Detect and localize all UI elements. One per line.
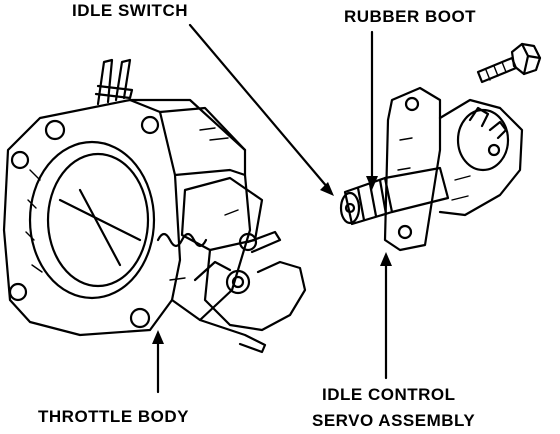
- servo-terminal: [468, 106, 508, 140]
- idle-control-label-line1: IDLE CONTROL: [322, 385, 456, 404]
- shading: [25, 127, 239, 281]
- cam-nut-inner: [231, 275, 245, 289]
- throttle-body-drawing: [2, 58, 307, 354]
- body-rib: [173, 168, 247, 177]
- throttle-body-arrowhead: [152, 330, 164, 344]
- vacuum-tube: [96, 58, 114, 106]
- idle-control-servo-drawing: [339, 86, 524, 252]
- boot-tip-center: [344, 202, 356, 214]
- throttle-cam: [203, 248, 307, 332]
- throttle-plate: [78, 188, 122, 267]
- idle-switch-arm: [246, 230, 282, 254]
- flange-bolt-hole: [44, 119, 66, 141]
- body-block-top: [158, 106, 247, 152]
- linkage-lever: [193, 260, 232, 282]
- flange-bolt-hole: [140, 115, 160, 135]
- boot-ridge: [356, 178, 388, 222]
- vacuum-tube-link: [94, 84, 134, 100]
- servo-end-cap: [456, 108, 510, 172]
- bolt-head: [510, 42, 542, 76]
- servo-connector: [487, 143, 501, 157]
- mount-hole: [397, 224, 413, 240]
- boot-tip: [339, 191, 361, 225]
- throttle-bore: [28, 140, 156, 300]
- leader-lines: [156, 23, 388, 394]
- rubber-boot-label: RUBBER BOOT: [344, 7, 477, 26]
- idle-switch-arrowhead: [320, 182, 334, 196]
- mounting-bolt: [476, 42, 542, 84]
- throttle-bore-inner: [46, 152, 150, 288]
- servo-body: [438, 98, 524, 217]
- bolt-thread: [485, 61, 507, 81]
- throttle-body-label: THROTTLE BODY: [38, 407, 189, 426]
- idle-control-label-line2: SERVO ASSEMBLY: [312, 411, 476, 430]
- idle-switch-bolt: [238, 232, 258, 252]
- idle-control-arrowhead: [380, 252, 392, 266]
- servo-mount-plate: [383, 86, 442, 252]
- cam-nut: [225, 269, 251, 295]
- vacuum-tube: [114, 58, 132, 102]
- throttle-shaft: [58, 198, 142, 242]
- idle-switch-leader: [188, 23, 330, 190]
- mount-hole: [404, 96, 420, 112]
- flange-bolt-hole: [8, 282, 28, 302]
- flange-bolt-hole: [129, 307, 151, 329]
- servo-shading: [397, 137, 471, 201]
- bolt-head-face: [520, 42, 542, 76]
- bolt-shank: [476, 56, 518, 84]
- return-spring: [156, 232, 208, 248]
- flange-bolt-hole: [10, 150, 30, 170]
- rubber-boot-arrowhead: [366, 176, 378, 190]
- idle-switch-label: IDLE SWITCH: [72, 1, 188, 20]
- servo-shaft-housing: [383, 166, 450, 214]
- lower-mount: [198, 318, 267, 354]
